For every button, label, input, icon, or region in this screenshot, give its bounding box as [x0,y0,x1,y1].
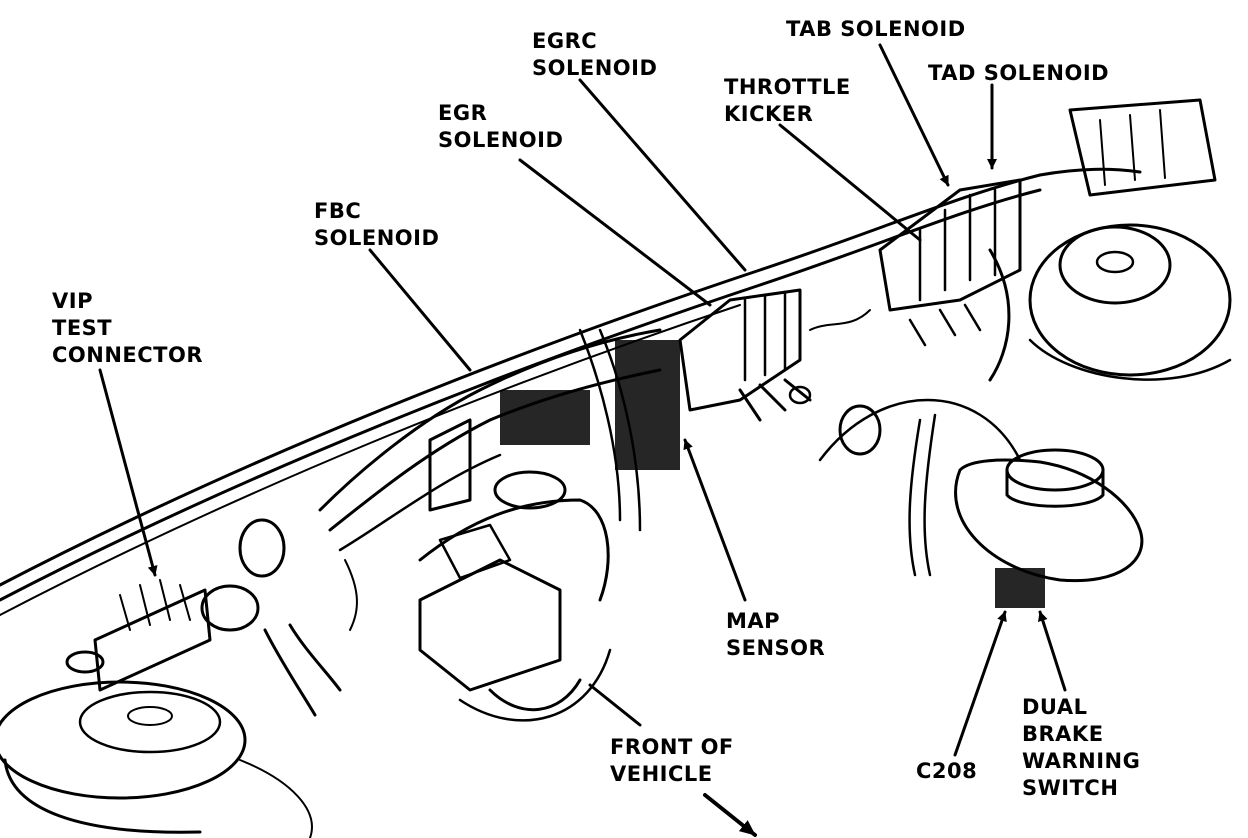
label-fbc-solenoid-line-1: FBC [314,199,362,223]
label-dual-brake-warning-switch: DUAL BRAKE WARNING SWITCH [1022,694,1140,802]
label-tab-solenoid-line-1: TAB SOLENOID [786,17,966,41]
label-tad-solenoid: TAD SOLENOID [928,60,1109,87]
brake-switch-leader [1037,610,1067,692]
label-front-of-vehicle: FRONT OF VEHICLE [610,734,734,788]
label-fbc-solenoid-line-2: SOLENOID [314,226,440,250]
egrc-solenoid-leader [578,78,747,272]
fbc-solenoid-leader [368,248,472,372]
label-front-of-vehicle-line-1: FRONT OF [610,735,734,759]
map-sensor-leader [683,438,747,602]
label-dual-brake-warning-switch-line-3: WARNING [1022,749,1141,773]
c208-leader [953,610,1007,757]
label-egr-solenoid-line-2: SOLENOID [438,128,564,152]
label-c208: C208 [916,758,977,785]
label-vip-test-connector-line-1: VIP [52,289,93,313]
label-vip-test-connector-line-2: TEST [52,316,113,340]
left-air-cleaner [0,680,313,838]
brake-fluid-reservoir [908,413,1144,608]
label-egr-solenoid-line-1: EGR [438,101,488,125]
label-map-sensor-line-2: SENSOR [726,636,826,660]
label-map-sensor-line-1: MAP [726,609,781,633]
label-c208-line-1: C208 [916,759,978,783]
label-egr-solenoid: EGR SOLENOID [438,100,563,154]
label-fbc-solenoid: FBC SOLENOID [314,198,439,252]
vip-connector-cluster [65,518,358,717]
egr-solenoid-block [678,288,871,422]
label-dual-brake-warning-switch-line-2: BRAKE [1022,722,1104,746]
front-of-vehicle-arrow [703,793,757,837]
tab-solenoid-leader [878,43,950,187]
tab-tad-solenoid-block [818,178,1022,462]
label-throttle-kicker-line-2: KICKER [724,102,814,126]
label-tab-solenoid: TAB SOLENOID [786,16,966,43]
label-map-sensor: MAP SENSOR [726,608,825,662]
label-throttle-kicker: THROTTLE KICKER [724,74,851,128]
egr-solenoid-leader [518,158,712,307]
label-tad-solenoid-line-1: TAD SOLENOID [928,61,1110,85]
label-dual-brake-warning-switch-line-4: SWITCH [1022,776,1119,800]
label-vip-test-connector-line-3: CONNECTOR [52,343,204,367]
throttle-kicker-leader [778,123,922,242]
label-egrc-solenoid-line-2: SOLENOID [532,56,658,80]
right-air-cleaner [1028,98,1232,381]
vip-connector-leader [98,368,158,577]
label-egrc-solenoid: EGRC SOLENOID [532,28,657,82]
leader-lines [98,43,1067,837]
label-throttle-kicker-line-1: THROTTLE [724,75,851,99]
label-front-of-vehicle-line-2: VEHICLE [610,762,713,786]
label-dual-brake-warning-switch-line-1: DUAL [1022,695,1088,719]
central-wiring-bundle [318,328,662,722]
label-egrc-solenoid-line-1: EGRC [532,29,598,53]
label-vip-test-connector: VIP TEST CONNECTOR [52,288,203,369]
front-of-vehicle-line [588,683,642,727]
map-sensor-block [428,340,680,512]
